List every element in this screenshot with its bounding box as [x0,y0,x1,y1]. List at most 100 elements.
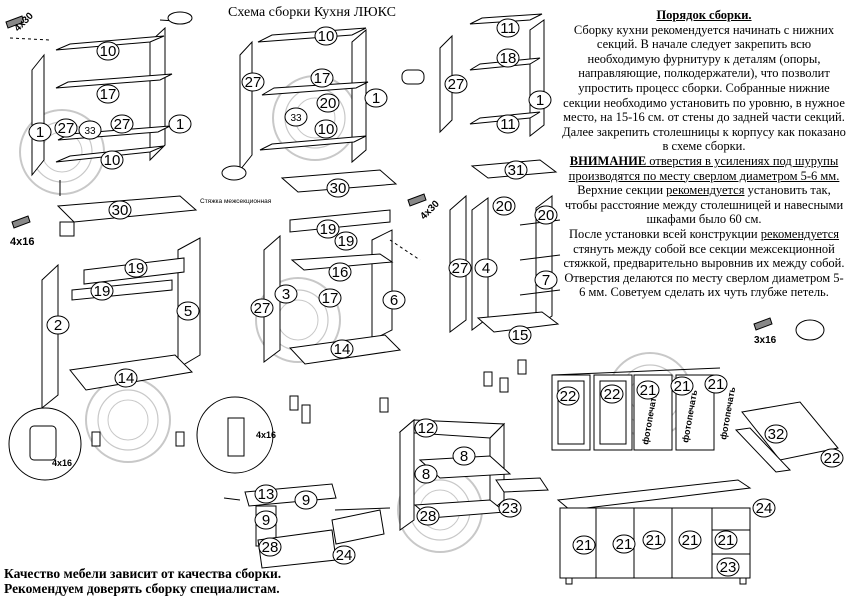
svg-text:21: 21 [646,532,663,549]
attention-text: отверстия в усилениях под шурупы произво… [568,153,840,183]
svg-text:16: 16 [332,264,349,281]
stjazhka-label: Стяжка межсекционная [200,198,272,205]
footer-line-2: Рекомендуем доверять сборку специалистам… [4,581,280,596]
part-32: 32 [764,424,788,444]
svg-text:27: 27 [254,300,271,317]
part-22-a: 22 [556,386,580,406]
part-2: 2 [46,315,70,335]
svg-text:14: 14 [334,341,351,358]
svg-text:17: 17 [100,86,117,103]
part-27-b: 27 [110,114,134,134]
svg-text:12: 12 [418,420,435,437]
instructions-attention: ВНИМАНИЕ отверстия в усилениях под шуруп… [562,154,846,183]
part-21-h: 21 [714,530,738,550]
detail-insets [8,165,825,481]
part-27-e: 27 [250,298,274,318]
attention-word: ВНИМАНИЕ [569,153,647,168]
part-7: 7 [534,270,558,290]
part-21-c: 21 [704,374,728,394]
footer-line-1: Качество мебели зависит от качества сбор… [4,566,282,581]
part-4: 4 [474,258,498,278]
svg-text:21: 21 [616,536,633,553]
part-10-c: 10 [314,26,338,46]
svg-text:22: 22 [604,386,621,403]
screw-3x16-icon-right [753,317,773,331]
instructions-heading: Порядок сборки. [656,8,752,22]
label-4x30-topleft: 4x30 [12,10,36,34]
part-22-c: 22 [820,448,844,468]
instructions-paragraph-3: После установки всей конструкции рекомен… [563,226,845,300]
part-33-a: 33 [78,120,102,140]
part-1-c: 1 [364,88,388,108]
svg-text:24: 24 [336,547,353,564]
svg-text:2: 2 [54,317,62,334]
part-8-b: 8 [414,464,438,484]
svg-text:13: 13 [258,486,275,503]
part-28-a: 28 [416,506,440,526]
svg-text:22: 22 [824,450,841,467]
part-20-b: 20 [492,196,516,216]
part-1-d: 1 [528,90,552,110]
svg-text:10: 10 [100,43,117,60]
svg-text:9: 9 [302,492,310,509]
svg-text:21: 21 [718,532,735,549]
svg-text:15: 15 [512,327,529,344]
part-9-a: 9 [294,490,318,510]
part-27-c: 27 [241,72,265,92]
svg-text:8: 8 [460,448,468,465]
svg-text:17: 17 [322,290,339,307]
svg-text:17: 17 [314,70,331,87]
svg-text:21: 21 [640,382,657,399]
label-4x16-inset-center: 4x16 [256,430,276,440]
part-19-d: 19 [334,231,358,251]
part-8-a: 8 [452,446,476,466]
svg-text:24: 24 [756,500,773,517]
part-30-b: 30 [326,178,350,198]
part-19-b: 19 [90,281,114,301]
svg-text:20: 20 [496,198,513,215]
part-10-a: 10 [96,41,120,61]
svg-text:27: 27 [452,260,469,277]
part-33-b: 33 [284,107,308,127]
part-21-e: 21 [612,534,636,554]
label-4x16-inset-left: 4x16 [52,458,72,468]
part-14-a: 14 [114,368,138,388]
svg-text:20: 20 [538,207,555,224]
part-21-d: 21 [572,535,596,555]
footer-note: Качество мебели зависит от качества сбор… [4,566,281,596]
part-23-a: 23 [498,498,522,518]
diagram-title: Схема сборки Кухня ЛЮКС [228,5,396,20]
part-18: 18 [496,48,520,68]
part-19-a: 19 [124,258,148,278]
part-24-b: 24 [752,498,776,518]
part-28-b: 28 [258,537,282,557]
svg-text:33: 33 [290,113,302,124]
part-12: 12 [414,418,438,438]
svg-text:30: 30 [330,180,347,197]
svg-text:31: 31 [508,162,525,179]
svg-text:22: 22 [560,388,577,405]
part-27-a: 27 [54,118,78,138]
part-20-a: 20 [316,93,340,113]
svg-text:1: 1 [176,116,184,133]
part-13: 13 [254,484,278,504]
svg-text:фотопечать: фотопечать [718,386,737,441]
svg-text:7: 7 [542,272,550,289]
lower-cabinet-narrow [449,159,561,333]
part-17-b: 17 [310,68,334,88]
svg-text:19: 19 [320,221,337,238]
svg-text:4: 4 [482,260,490,277]
svg-text:10: 10 [104,152,121,169]
svg-text:6: 6 [390,292,398,309]
svg-text:23: 23 [502,500,519,517]
part-21-b: 21 [670,376,694,396]
label-4x16-left: 4x16 [10,236,34,248]
part-11-b: 11 [496,114,520,134]
part-15: 15 [508,325,532,345]
svg-text:1: 1 [36,124,44,141]
svg-text:11: 11 [500,116,516,133]
drawer-cabinet [398,418,549,531]
svg-text:28: 28 [262,539,279,556]
part-10-b: 10 [100,150,124,170]
